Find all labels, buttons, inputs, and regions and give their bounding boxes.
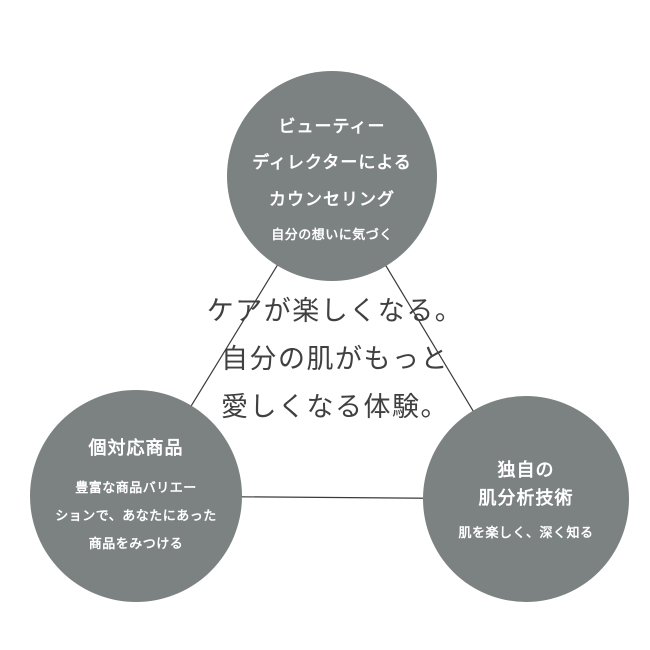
counseling-title-line: ディレクターによる xyxy=(252,153,412,173)
center-message-line: 自分の肌がもっと xyxy=(221,344,449,374)
skin-analysis-title-line: 独自の xyxy=(497,460,555,481)
center-message-line: ケアが楽しくなる。 xyxy=(206,296,464,326)
center-message-line: 愛しくなる体験。 xyxy=(221,392,449,422)
skin-analysis-title: 独自の 肌分析技術 xyxy=(479,457,574,513)
products-title: 個対応商品 xyxy=(88,437,184,458)
counseling-title: ビューティー ディレクターによる カウンセリング xyxy=(252,109,412,219)
products-subtitle-line: 商品をみつける xyxy=(88,536,184,552)
center-message: ケアが楽しくなる。 自分の肌がもっと 愛しくなる体験。 xyxy=(145,287,525,431)
counseling-title-line: カウンセリング xyxy=(269,189,395,209)
circle-skin-analysis: 独自の 肌分析技術 肌を楽しく、深く知る xyxy=(423,396,629,602)
counseling-title-line: ビューティー xyxy=(278,116,386,136)
skin-analysis-subtitle: 肌を楽しく、深く知る xyxy=(458,524,594,540)
skin-analysis-title-line: 肌分析技術 xyxy=(478,488,574,508)
products-subtitle-line: ションで、あなたにあった xyxy=(55,508,217,524)
circle-counseling: ビューティー ディレクターによる カウンセリング 自分の想いに気づく xyxy=(227,71,437,281)
products-subtitle-line: 豊富な商品バリエー xyxy=(75,480,197,496)
counseling-subtitle: 自分の想いに気づく xyxy=(271,227,393,243)
products-subtitle: 豊富な商品バリエー ションで、あなたにあった 商品をみつける xyxy=(55,474,216,558)
circle-personalized-products: 個対応商品 豊富な商品バリエー ションで、あなたにあった 商品をみつける xyxy=(30,390,242,602)
